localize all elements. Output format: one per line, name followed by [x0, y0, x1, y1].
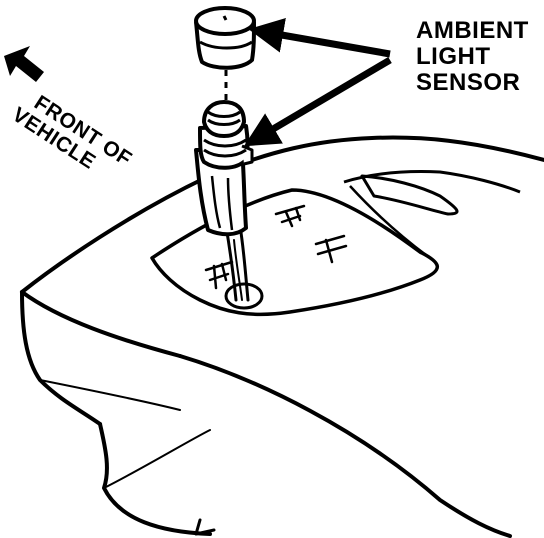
panel-notch: [194, 518, 216, 536]
callout-arrow-to-plug: [243, 56, 392, 147]
connector-shading: [210, 175, 234, 231]
sensor-connector: [194, 124, 254, 237]
tick-marks: [204, 204, 348, 290]
label-line-3: SENSOR: [416, 69, 521, 96]
panel-top-edge: [20, 135, 544, 294]
connector-ribs: [203, 138, 247, 158]
sensor-cap: [194, 6, 256, 70]
label-line-1: AMBIENT: [416, 17, 529, 44]
cap-top: [194, 6, 256, 36]
plug-body: [202, 100, 246, 138]
recess-vent-right-lower: [349, 185, 431, 260]
connector-body: [194, 148, 248, 237]
panel-lower-curve: [178, 354, 512, 538]
panel-front-edge: [20, 290, 102, 426]
instrument-panel: [20, 135, 544, 538]
ambient-light-sensor-label: AMBIENT LIGHT SENSOR: [416, 18, 529, 96]
recess-outline: [150, 188, 439, 317]
wire-inner: [233, 239, 243, 301]
panel-inner-line: [39, 379, 181, 411]
label-line-2: LIGHT: [416, 43, 491, 70]
plug-ribs: [207, 110, 241, 126]
callout-arrow-to-cap: [248, 17, 391, 58]
sensor-plug: [202, 100, 246, 138]
sensor-recess: [150, 170, 521, 317]
sensor-wiring: [224, 224, 264, 310]
callout-arrows: [243, 17, 392, 147]
panel-side-contour: [98, 422, 212, 536]
cap-dot: [222, 15, 228, 21]
recess-vent-inner: [360, 174, 459, 216]
panel-face-edge: [20, 290, 182, 358]
panel-lower-seam: [103, 429, 211, 489]
arrow-up-left-icon: [4, 46, 44, 82]
mounting-hole: [224, 282, 264, 310]
